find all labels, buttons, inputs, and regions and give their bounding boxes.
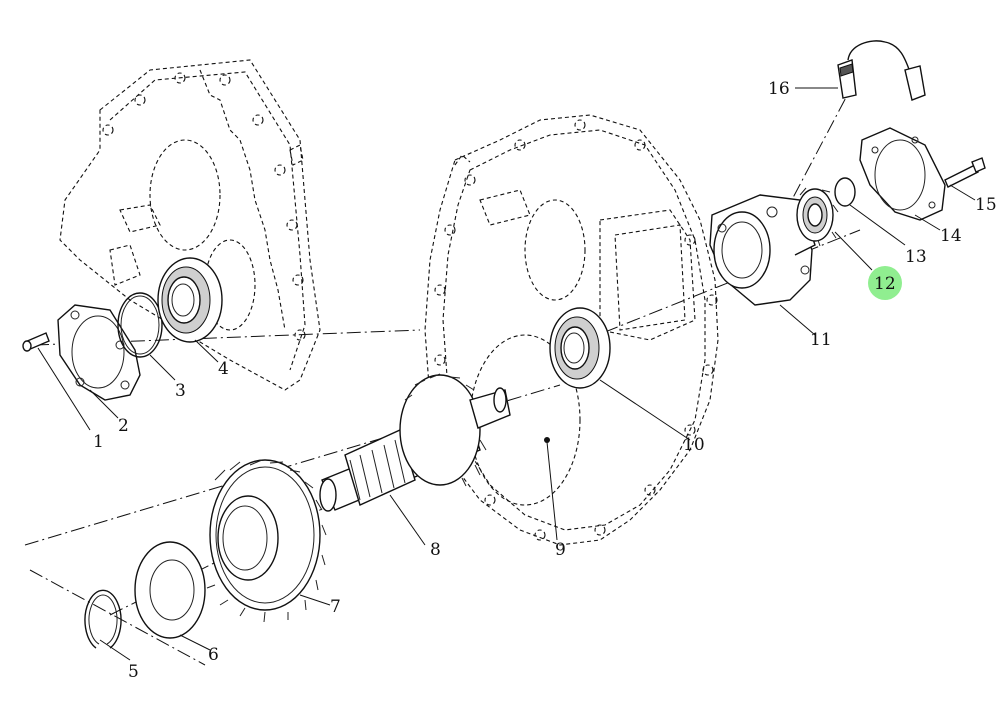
callout-labels: 1 2 3 4 5 6 7 8 9 10 11 12 13 14 15 16 [93, 79, 997, 682]
part-6-washer [134, 541, 206, 639]
part-14-gasket [859, 127, 946, 221]
callout-12-highlight [868, 266, 902, 300]
part-7-gear [206, 459, 327, 623]
callout-16: 16 [768, 79, 790, 99]
part-15-bolt [944, 157, 986, 188]
callout-3: 3 [175, 381, 186, 401]
callout-13: 13 [905, 247, 927, 267]
callout-1: 1 [93, 432, 104, 452]
part-13-oring [834, 177, 856, 207]
callout-12: 12 [874, 274, 896, 294]
part-8-shaft [319, 373, 511, 512]
callout-11: 11 [810, 330, 832, 350]
callout-14: 14 [940, 226, 962, 246]
leader-lines [37, 87, 976, 661]
callout-5: 5 [128, 662, 139, 682]
left-housing-dashed [59, 59, 321, 391]
callout-6: 6 [208, 645, 219, 665]
callout-4: 4 [218, 359, 229, 379]
part-16-sensor [837, 40, 926, 101]
callout-8: 8 [430, 540, 441, 560]
housing-center-dot [544, 437, 550, 443]
callout-9: 9 [555, 540, 566, 560]
callout-10: 10 [683, 435, 705, 455]
part-3-oring [117, 292, 163, 358]
part-12-tone-ring [796, 187, 839, 247]
part-5-snap-ring [84, 589, 122, 649]
part-2-cover [57, 304, 141, 401]
part-4-bearing [157, 257, 223, 343]
callout-2: 2 [118, 416, 129, 436]
part-10-bearing [549, 307, 611, 389]
callout-7: 7 [330, 597, 341, 617]
callout-15: 15 [975, 195, 997, 215]
part-1-bolt [22, 332, 50, 352]
